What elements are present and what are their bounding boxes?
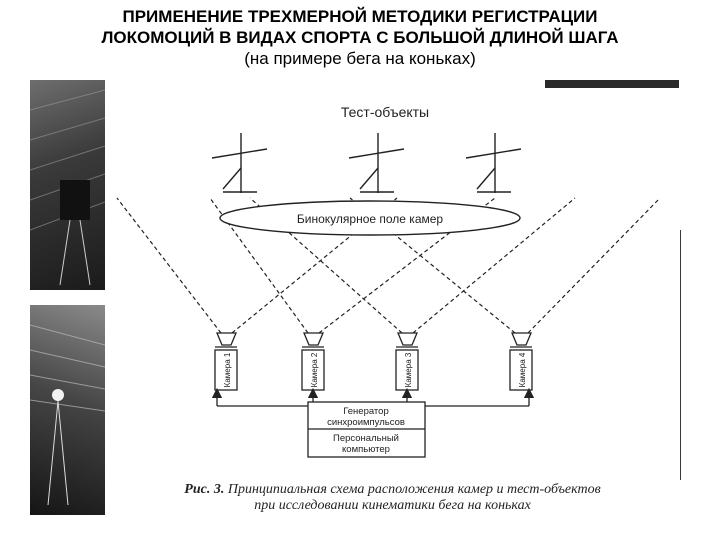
camera-2 (301, 332, 325, 391)
camera-3-label: Камера 3 (404, 352, 413, 387)
cameras (214, 332, 533, 391)
computer-label-2: компьютер (342, 444, 390, 455)
test-object-markers (211, 133, 522, 193)
camera-4-label: Камера 4 (518, 352, 527, 387)
caption-line-1-text: Принципиальная схема расположения камер … (227, 482, 601, 497)
title-subtitle: (на примере бега на коньках) (244, 49, 476, 68)
test-objects-label: Тест-объекты (341, 104, 429, 120)
test-object-marker-1 (211, 133, 268, 193)
camera-1 (214, 332, 238, 391)
generator-label-2: синхроимпульсов (327, 417, 405, 428)
title-line-2: ЛОКОМОЦИЙ В ВИДАХ СПОРТА С БОЛЬШОЙ ДЛИНО… (101, 28, 619, 47)
rink-photo-bottom (30, 305, 105, 515)
binocular-field-label: Бинокулярное поле камер (297, 212, 444, 226)
caption-line-1: Рис. 3. Принципиальная схема расположени… (105, 482, 680, 498)
caption-line-2: при исследовании кинематики бега на конь… (254, 498, 531, 513)
rink-photo-bottom-drawing (30, 324, 105, 506)
slide-title: ПРИМЕНЕНИЕ ТРЕХМЕРНОЙ МЕТОДИКИ РЕГИСТРАЦ… (0, 6, 720, 69)
rink-photo-top (30, 80, 105, 290)
camera-layout-scheme: Тест-объекты (105, 88, 680, 483)
camera-4 (509, 332, 533, 391)
rink-photo-top-drawing (30, 89, 105, 286)
computer-label-1: Персональный (333, 433, 399, 444)
camera-2-label: Камера 2 (310, 352, 319, 387)
camera-3 (395, 332, 419, 391)
test-object-marker-3 (465, 133, 522, 193)
camera-1-label: Камера 1 (223, 352, 232, 387)
test-object-marker-2 (348, 133, 405, 193)
figure-caption: Рис. 3. Принципиальная схема расположени… (105, 482, 680, 514)
generator-label-1: Генератор (343, 406, 389, 417)
title-line-1: ПРИМЕНЕНИЕ ТРЕХМЕРНОЙ МЕТОДИКИ РЕГИСТРАЦ… (122, 7, 598, 26)
scheme-drawing: Тест-объекты (116, 104, 661, 458)
caption-fig-label: Рис. 3. (184, 482, 225, 497)
binocular-field-ellipse (219, 200, 521, 236)
